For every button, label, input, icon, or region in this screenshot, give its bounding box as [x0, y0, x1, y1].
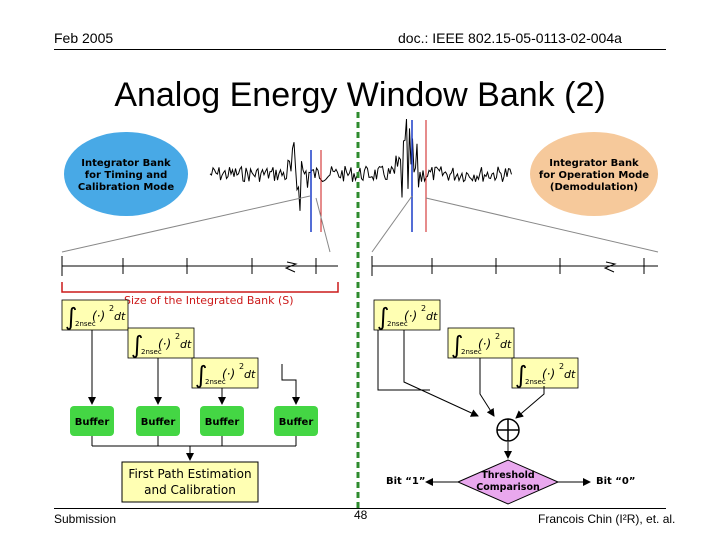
integral-sym: ∫	[195, 361, 208, 389]
footer-author: Francois Chin (I²R), et. al.	[538, 512, 676, 526]
buffer-1: Buffer	[70, 406, 114, 436]
integral-sup: 2	[109, 304, 114, 313]
integral-expr: (·)	[542, 367, 555, 381]
left-ellipse-line2: for Timing and	[85, 170, 168, 181]
left-ellipse-line1: Integrator Bank	[81, 158, 171, 169]
integral-sym: ∫	[451, 331, 464, 359]
buffer-label: Buffer	[75, 417, 110, 428]
threshold-line1: Threshold	[481, 470, 534, 481]
footer-submission: Submission	[54, 512, 117, 526]
header-rule	[54, 49, 666, 50]
header-doc-id: doc.: IEEE 802.15-05-0113-02-004a	[398, 30, 622, 46]
operation-integrator-bank-ellipse: Integrator Bank for Operation Mode (Demo…	[530, 132, 658, 216]
integral-dt: dt	[500, 338, 512, 351]
size-bracket	[61, 282, 339, 293]
fan-line	[61, 195, 311, 253]
right-ellipse-line2: for Operation Mode	[539, 170, 649, 181]
integral-sup: 2	[239, 362, 244, 371]
integral-sub: 2nsec	[205, 378, 226, 386]
integrator-right-3: ∫2nsec(·) 2dt	[511, 357, 579, 389]
first-path-estimation-box: First Path Estimation and Calibration	[121, 461, 259, 503]
right-ellipse-line1: Integrator Bank	[549, 158, 639, 169]
buffer-2: Buffer	[136, 406, 180, 436]
integral-sub: 2nsec	[525, 378, 546, 386]
timeline-left	[61, 256, 338, 276]
bit-zero-label: Bit “0”	[596, 476, 635, 487]
integral-sym: ∫	[65, 303, 78, 331]
integral-sub: 2nsec	[461, 348, 482, 356]
threshold-line2: Comparison	[476, 482, 540, 493]
integral-expr: (·)	[404, 309, 417, 323]
summing-junction	[496, 418, 520, 442]
bit-one-label: Bit “1”	[386, 476, 425, 487]
integral-sub: 2nsec	[75, 320, 96, 328]
size-label: Size of the Integrated Bank (S)	[124, 294, 294, 307]
integral-sup: 2	[421, 304, 426, 313]
header-date: Feb 2005	[54, 30, 114, 46]
buffer-label: Buffer	[279, 417, 314, 428]
integrator-right-1: ∫2nsec(·) 2dt	[373, 299, 441, 331]
integral-expr: (·)	[158, 337, 171, 351]
integral-sub: 2nsec	[141, 348, 162, 356]
fan-line	[371, 195, 413, 253]
integrator-left-1: ∫2nsec(·) 2dt	[61, 299, 129, 331]
left-ellipse-line3: Calibration Mode	[78, 182, 174, 193]
fan-line	[315, 197, 331, 253]
integrator-right-2: ∫2nsec(·) 2dt	[447, 327, 515, 359]
integrator-left-3: ∫2nsec(·) 2dt	[191, 357, 259, 389]
integral-sup: 2	[559, 362, 564, 371]
first-path-line1: First Path Estimation	[128, 467, 251, 481]
left-connectors	[88, 330, 300, 461]
right-connectors	[377, 330, 591, 486]
first-path-line2: and Calibration	[144, 483, 236, 497]
integral-sym: ∫	[515, 361, 528, 389]
integral-sym: ∫	[131, 331, 144, 359]
timing-integrator-bank-ellipse: Integrator Bank for Timing and Calibrati…	[64, 132, 188, 216]
buffer-4: Buffer	[274, 406, 318, 436]
integral-dt: dt	[426, 310, 438, 323]
received-waveform	[209, 118, 512, 211]
buffer-label: Buffer	[141, 417, 176, 428]
fan-line	[425, 197, 659, 253]
integral-expr: (·)	[222, 367, 235, 381]
buffer-label: Buffer	[205, 417, 240, 428]
footer-rule	[54, 508, 666, 509]
slide-title: Analog Energy Window Bank (2)	[114, 76, 606, 114]
integral-sym: ∫	[377, 303, 390, 331]
integral-dt: dt	[114, 310, 126, 323]
timeline-right	[371, 256, 658, 276]
integral-sup: 2	[495, 332, 500, 341]
integral-sub: 2nsec	[387, 320, 408, 328]
threshold-comparison-box: Threshold Comparison	[456, 459, 560, 505]
integral-sup: 2	[175, 332, 180, 341]
integral-expr: (·)	[478, 337, 491, 351]
integral-expr: (·)	[92, 309, 105, 323]
buffer-3: Buffer	[200, 406, 244, 436]
right-ellipse-line3: (Demodulation)	[550, 182, 638, 193]
integral-dt: dt	[564, 368, 576, 381]
integral-dt: dt	[244, 368, 256, 381]
page-number: 48	[354, 508, 368, 522]
integrator-left-2: ∫2nsec(·) 2dt	[127, 327, 195, 359]
integral-dt: dt	[180, 338, 192, 351]
